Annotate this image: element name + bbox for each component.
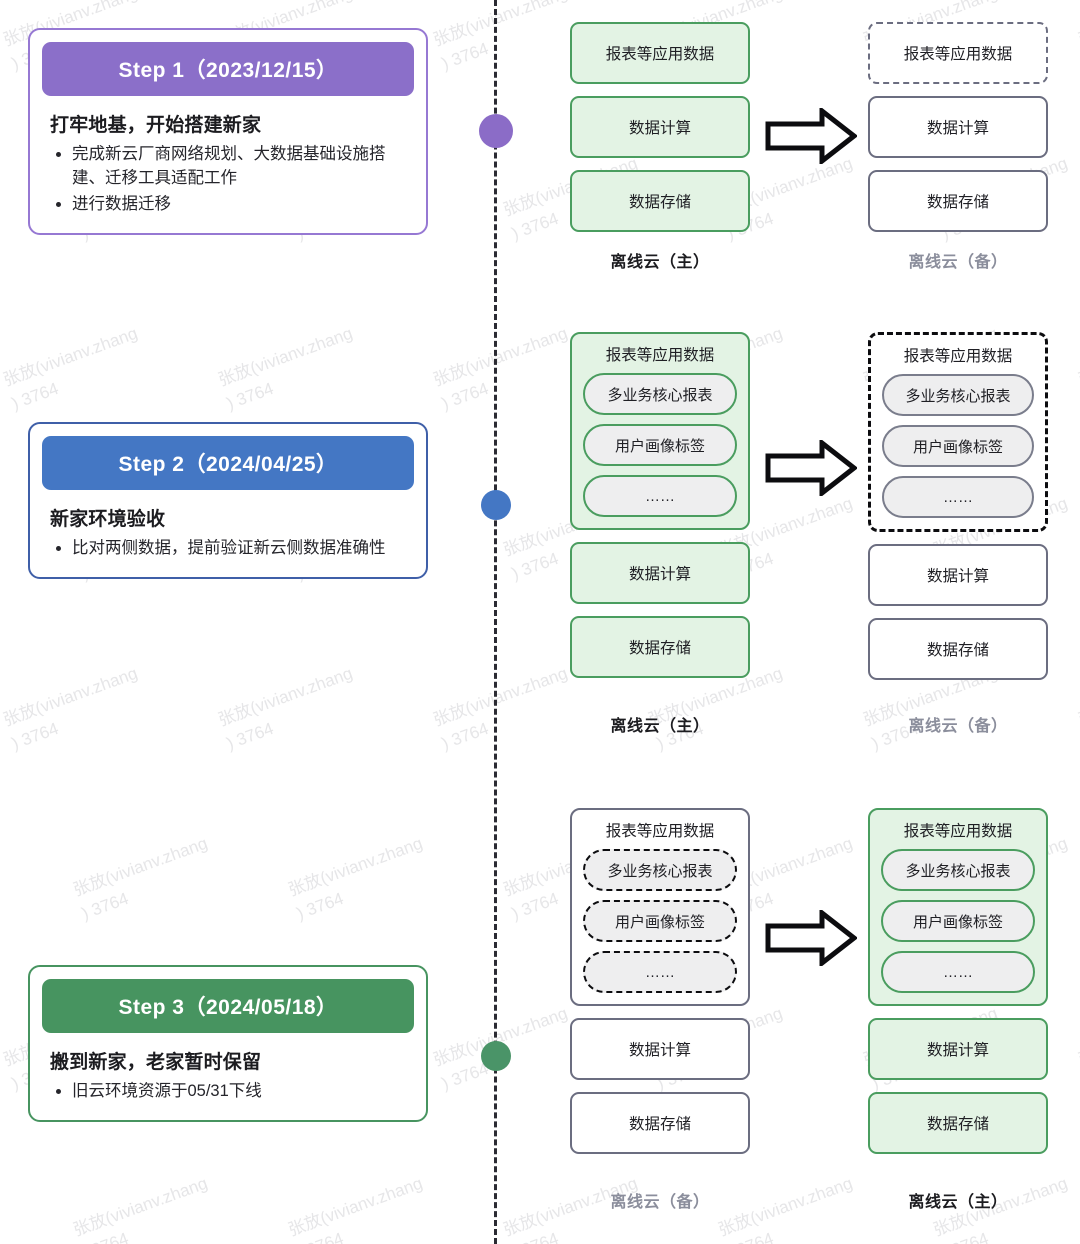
group-pill[interactable]: 多业务核心报表 bbox=[583, 373, 737, 415]
timeline-dot-step-1[interactable] bbox=[479, 114, 513, 148]
step-card-2[interactable]: Step 2（2024/04/25）新家环境验收比对两侧数据，提前验证新云侧数据… bbox=[28, 422, 428, 579]
group-title: 报表等应用数据 bbox=[903, 823, 1013, 840]
group-pill[interactable]: 用户画像标签 bbox=[882, 425, 1034, 467]
migration-arrow-icon bbox=[765, 105, 859, 169]
step-header-3: Step 3（2024/05/18） bbox=[42, 979, 414, 1033]
diagram-row-2-right-label: 离线云（备） bbox=[908, 718, 1008, 735]
step-bullet: 比对两侧数据，提前验证新云侧数据准确性 bbox=[72, 537, 408, 561]
diagram-box[interactable]: 数据存储 bbox=[868, 1092, 1048, 1154]
group-pill[interactable]: …… bbox=[583, 475, 737, 517]
timeline-dot-step-3[interactable] bbox=[481, 1041, 511, 1071]
diagram-box[interactable]: 报表等应用数据 bbox=[868, 22, 1048, 84]
step-bullet: 进行数据迁移 bbox=[72, 193, 408, 217]
row-2-left-app-data-group[interactable]: 报表等应用数据多业务核心报表用户画像标签 …… bbox=[570, 332, 750, 530]
row-1-right-column: 报表等应用数据数据计算数据存储 bbox=[868, 22, 1048, 244]
group-pill[interactable]: …… bbox=[881, 951, 1035, 993]
diagram-box[interactable]: 数据存储 bbox=[570, 170, 750, 232]
row-3-right-app-data-group[interactable]: 报表等应用数据多业务核心报表用户画像标签 …… bbox=[868, 808, 1048, 1006]
step-card-1[interactable]: Step 1（2023/12/15）打牢地基，开始搭建新家完成新云厂商网络规划、… bbox=[28, 28, 428, 235]
diagram-box[interactable]: 数据存储 bbox=[570, 1092, 750, 1154]
diagram-row-3-left-label: 离线云（备） bbox=[610, 1194, 710, 1211]
diagram-box[interactable]: 报表等应用数据 bbox=[570, 22, 750, 84]
group-title: 报表等应用数据 bbox=[903, 348, 1013, 365]
group-pill[interactable]: 多业务核心报表 bbox=[583, 849, 737, 891]
timeline-axis bbox=[494, 0, 497, 1244]
step-bullet-list-2: 比对两侧数据，提前验证新云侧数据准确性 bbox=[50, 537, 408, 561]
migration-arrow-icon bbox=[765, 907, 859, 971]
diagram-box[interactable]: 数据计算 bbox=[868, 1018, 1048, 1080]
diagram-box[interactable]: 数据计算 bbox=[570, 542, 750, 604]
step-header-1: Step 1（2023/12/15） bbox=[42, 42, 414, 96]
row-1-left-column: 报表等应用数据数据计算数据存储 bbox=[570, 22, 750, 244]
group-pill[interactable]: 用户画像标签 bbox=[583, 424, 737, 466]
diagram-row-2-left-label: 离线云（主） bbox=[610, 718, 710, 735]
group-title: 报表等应用数据 bbox=[605, 347, 715, 364]
timeline-dot-step-2[interactable] bbox=[481, 490, 511, 520]
diagram-row-1-right-label: 离线云（备） bbox=[908, 254, 1008, 271]
step-body-3: 搬到新家，老家暂时保留旧云环境资源于05/31下线 bbox=[30, 1033, 426, 1120]
group-pill[interactable]: 多业务核心报表 bbox=[882, 374, 1034, 416]
step-body-1: 打牢地基，开始搭建新家完成新云厂商网络规划、大数据基础设施搭建、迁移工具适配工作… bbox=[30, 96, 426, 233]
diagram-box[interactable]: 数据计算 bbox=[570, 96, 750, 158]
row-3-left-column: 报表等应用数据多业务核心报表用户画像标签 …… 数据计算数据存储 bbox=[570, 808, 750, 1166]
diagram-box[interactable]: 数据计算 bbox=[868, 96, 1048, 158]
step-title-1: 打牢地基，开始搭建新家 bbox=[50, 115, 262, 136]
diagram-row-1-left-label: 离线云（主） bbox=[610, 254, 710, 271]
group-pill[interactable]: 用户画像标签 bbox=[583, 900, 737, 942]
group-pill[interactable]: 多业务核心报表 bbox=[881, 849, 1035, 891]
step-bullet: 完成新云厂商网络规划、大数据基础设施搭建、迁移工具适配工作 bbox=[72, 143, 408, 191]
diagram-box[interactable]: 数据存储 bbox=[570, 616, 750, 678]
diagram-row-3-right-label: 离线云（主） bbox=[908, 1194, 1008, 1211]
row-2-left-column: 报表等应用数据多业务核心报表用户画像标签 …… 数据计算数据存储 bbox=[570, 332, 750, 690]
step-card-3[interactable]: Step 3（2024/05/18）搬到新家，老家暂时保留旧云环境资源于05/3… bbox=[28, 965, 428, 1122]
row-3-left-app-data-group[interactable]: 报表等应用数据多业务核心报表用户画像标签 …… bbox=[570, 808, 750, 1006]
step-bullet-list-3: 旧云环境资源于05/31下线 bbox=[50, 1080, 408, 1104]
row-3-right-column: 报表等应用数据多业务核心报表用户画像标签 …… 数据计算数据存储 bbox=[868, 808, 1048, 1166]
group-pill[interactable]: …… bbox=[583, 951, 737, 993]
step-bullet-list-1: 完成新云厂商网络规划、大数据基础设施搭建、迁移工具适配工作进行数据迁移 bbox=[50, 143, 408, 217]
diagram-box[interactable]: 数据计算 bbox=[868, 544, 1048, 606]
diagram-box[interactable]: 数据存储 bbox=[868, 618, 1048, 680]
diagram-box[interactable]: 数据计算 bbox=[570, 1018, 750, 1080]
step-bullet: 旧云环境资源于05/31下线 bbox=[72, 1080, 408, 1104]
step-title-2: 新家环境验收 bbox=[50, 509, 166, 530]
diagram-box[interactable]: 数据存储 bbox=[868, 170, 1048, 232]
group-title: 报表等应用数据 bbox=[605, 823, 715, 840]
group-pill[interactable]: …… bbox=[882, 476, 1034, 518]
step-title-3: 搬到新家，老家暂时保留 bbox=[50, 1052, 262, 1073]
group-pill[interactable]: 用户画像标签 bbox=[881, 900, 1035, 942]
migration-arrow-icon bbox=[765, 437, 859, 501]
row-2-right-app-data-group[interactable]: 报表等应用数据多业务核心报表用户画像标签 …… bbox=[868, 332, 1048, 532]
step-header-2: Step 2（2024/04/25） bbox=[42, 436, 414, 490]
step-body-2: 新家环境验收比对两侧数据，提前验证新云侧数据准确性 bbox=[30, 490, 426, 577]
row-2-right-column: 报表等应用数据多业务核心报表用户画像标签 …… 数据计算数据存储 bbox=[868, 332, 1048, 692]
